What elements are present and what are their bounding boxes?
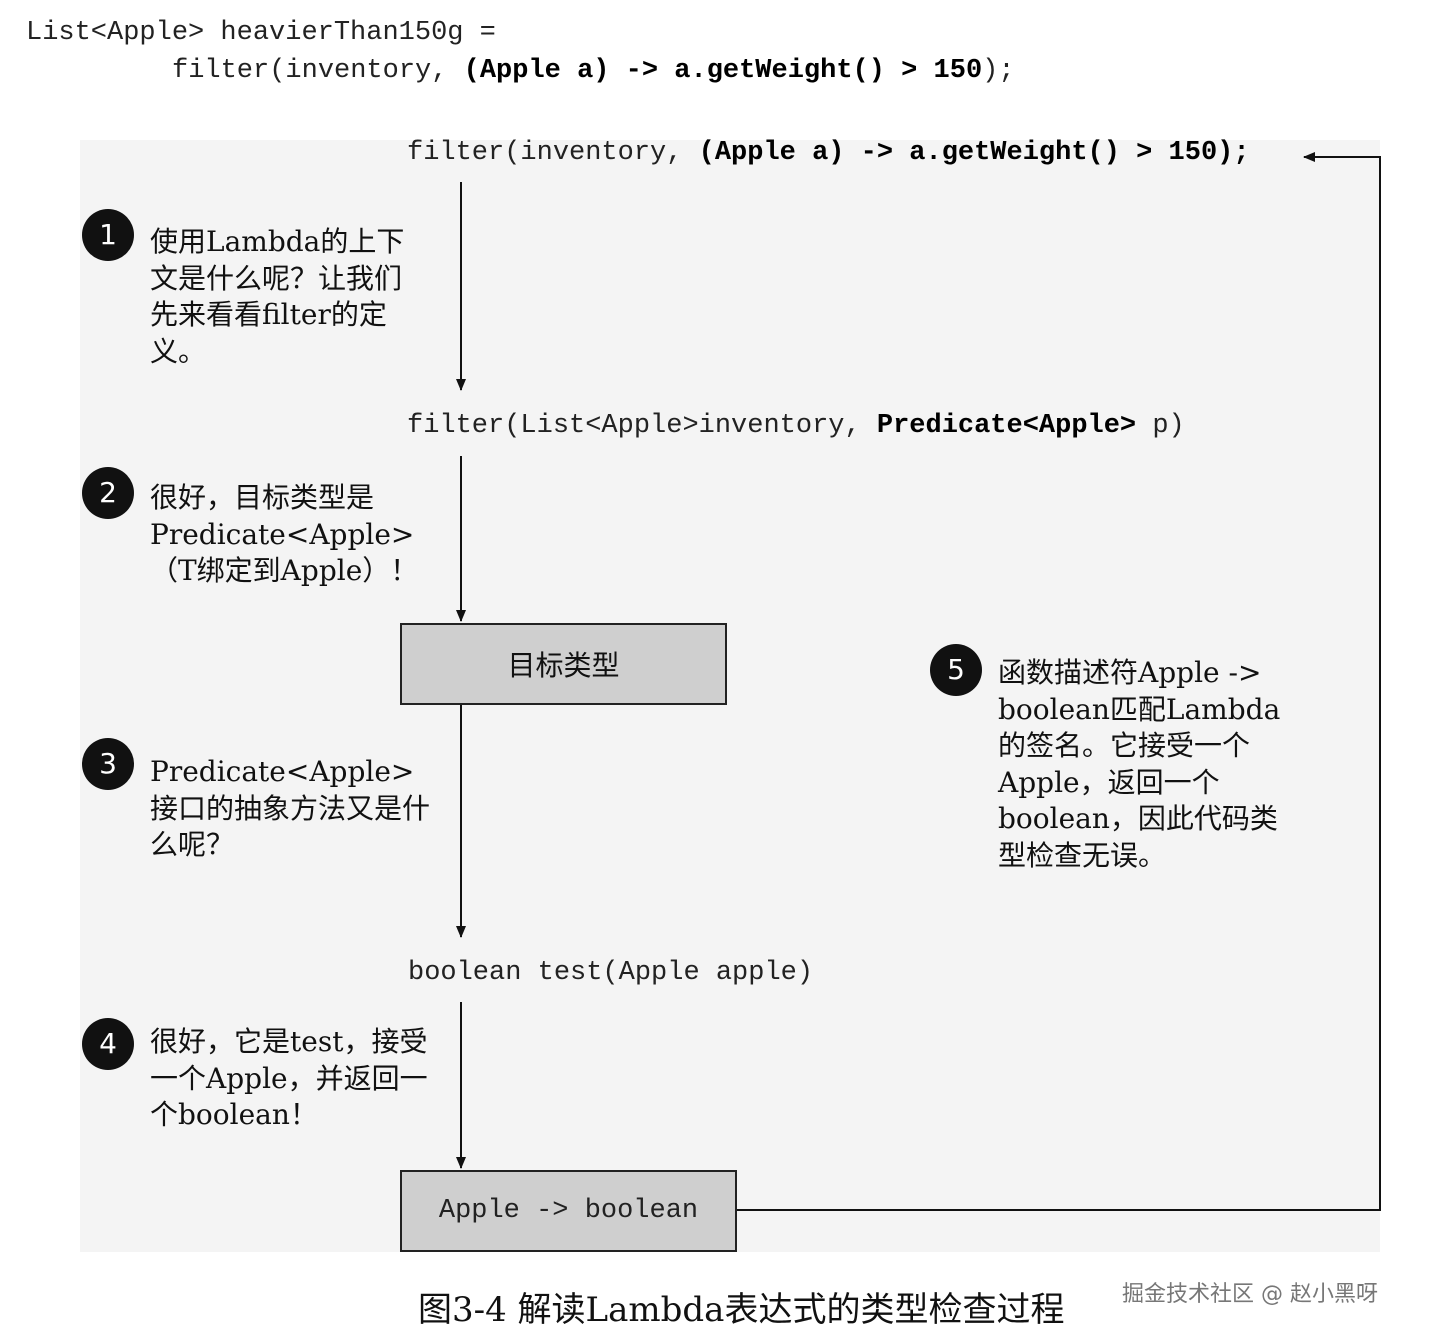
code-filter-def-predicate: Predicate<Apple>: [876, 411, 1137, 441]
diagram-panel: [80, 140, 1380, 1252]
figure-caption: 图3-4 解读Lambda表达式的类型检查过程: [418, 1290, 1065, 1330]
top-code-line-2: filter(inventory, (Apple a) -> a.getWeig…: [172, 52, 1015, 90]
step-2-badge: 2: [82, 467, 134, 519]
step-4-badge: 4: [82, 1018, 134, 1070]
step-2-note: 很好，目标类型是Predicate<Apple>（T绑定到Apple）！: [150, 481, 419, 587]
top-code-post: );: [982, 56, 1015, 86]
code-filter-def-post: p): [1136, 411, 1185, 441]
code-filter-def-pre: filter(List<Apple>inventory,: [407, 411, 877, 441]
step-5-note: 函数描述符Apple -> boolean匹配Lambda的签名。它接受一个Ap…: [998, 656, 1281, 872]
top-code-pre: filter(inventory,: [172, 56, 464, 86]
watermark: 掘金技术社区 @ 赵小黑呀: [1122, 1282, 1378, 1307]
step-1-badge: 1: [82, 209, 134, 261]
code-filter-call-pre: filter(inventory,: [407, 138, 699, 168]
top-code-lambda: (Apple a) -> a.getWeight() > 150: [463, 56, 983, 86]
code-test-method: boolean test(Apple apple): [408, 958, 814, 988]
step-4-note: 很好，它是test，接受一个Apple，并返回一个boolean！: [150, 1025, 428, 1131]
target-type-box: 目标类型: [400, 623, 727, 705]
code-filter-call-lambda: (Apple a) -> a.getWeight() > 150);: [698, 138, 1250, 168]
target-type-label: 目标类型: [507, 649, 620, 682]
function-descriptor-label: Apple -> boolean: [438, 1196, 699, 1226]
feedback-arrow: [736, 152, 1381, 1211]
step-3-badge: 3: [82, 738, 134, 790]
code-filter-call: filter(inventory, (Apple a) -> a.getWeig…: [407, 138, 1250, 168]
step-3-note: Predicate<Apple>接口的抽象方法又是什么呢？: [150, 755, 431, 861]
top-code-line-1: List<Apple> heavierThan150g =: [26, 18, 496, 48]
step-1-note: 使用Lambda的上下文是什么呢？让我们先来看看filter的定义。: [150, 225, 405, 368]
function-descriptor-box: Apple -> boolean: [400, 1170, 737, 1252]
step-5-badge: 5: [930, 644, 982, 696]
code-filter-def: filter(List<Apple>inventory, Predicate<A…: [407, 411, 1185, 441]
